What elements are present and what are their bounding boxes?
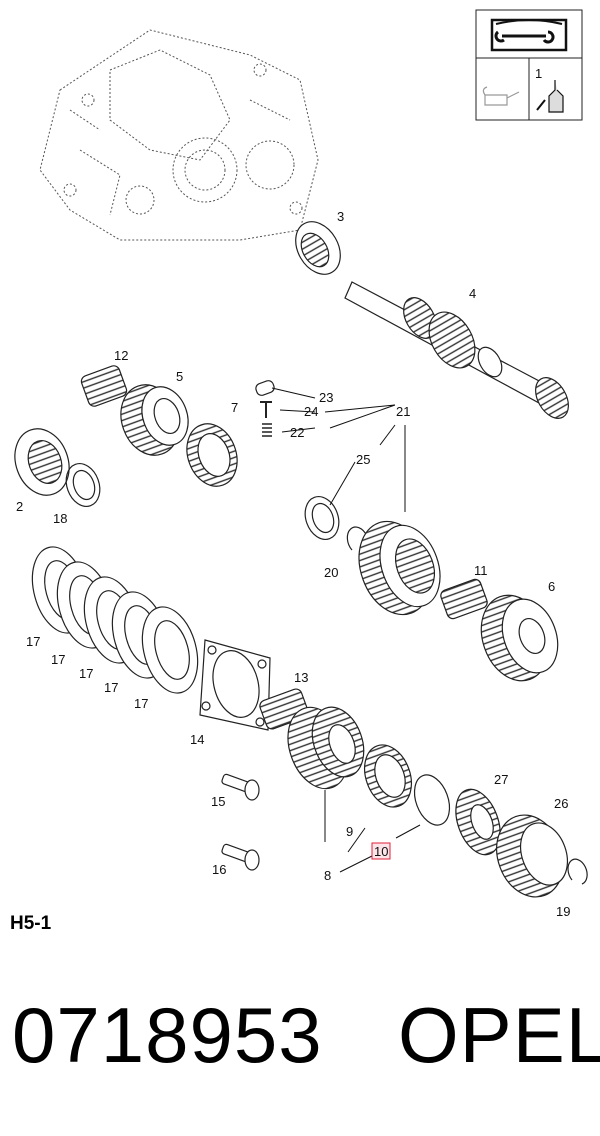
callout-2: 2 [16,499,23,514]
callout-18: 18 [53,511,67,526]
sealant-label: 1 [535,66,542,81]
oil-can-icon [482,86,520,106]
callout-4: 4 [469,286,476,301]
callout-labels: 3 4 12 5 7 23 24 22 21 25 2 18 20 11 6 1… [16,209,570,919]
hub-27 [455,788,501,856]
callout-3: 3 [337,209,344,224]
gear-5 [120,384,189,456]
gear-8 [287,706,365,790]
callout-23: 23 [319,390,333,405]
callout-17-b: 17 [51,652,65,667]
small-parts-21 [255,380,275,437]
synchro-hub-21 [358,520,441,616]
callout-8: 8 [324,868,331,883]
callout-17-a: 17 [26,634,40,649]
sealant-bottle-icon: 1 [535,66,564,113]
sleeve-26 [496,814,568,898]
brand-name: OPEL [398,991,600,1079]
callout-10: 10 [374,844,388,859]
needle-bearing-11 [440,578,488,620]
callout-21: 21 [396,404,410,419]
callout-20: 20 [324,565,338,580]
retainer-plate-14 [199,639,271,731]
bolt-16 [221,843,260,871]
needle-bearing-12 [80,365,128,407]
callout-22: 22 [290,425,304,440]
callout-16: 16 [212,862,226,877]
gear-6 [480,594,559,682]
callout-7: 7 [231,400,238,415]
part-number: 0718953 [12,991,323,1079]
gearbox-housing [39,29,319,241]
callout-17-c: 17 [79,666,93,681]
manual-wrench-icon [490,18,568,52]
diagram-code: H5-1 [10,913,52,934]
callout-17-e: 17 [134,696,148,711]
circlip-18 [65,463,101,507]
callout-19: 19 [556,904,570,919]
gaskets-17 [31,546,199,694]
callout-12: 12 [114,348,128,363]
ring-25 [304,496,340,540]
callout-11: 11 [474,563,488,578]
callout-27: 27 [494,772,508,787]
highlighted-callout-box [371,842,391,860]
circlip-19 [567,858,588,885]
spring-ring-10 [413,774,451,826]
callout-25: 25 [356,452,370,467]
synchro-ring-7 [186,423,238,487]
input-shaft-4 [344,281,569,419]
callout-6: 6 [548,579,555,594]
callout-15: 15 [211,794,225,809]
callout-14: 14 [190,732,204,747]
bearing-3 [295,221,341,275]
callout-9: 9 [346,824,353,839]
callout-13: 13 [294,670,308,685]
leader-lines [271,387,421,873]
callout-17-d: 17 [104,680,118,695]
callout-5: 5 [176,369,183,384]
callout-26: 26 [554,796,568,811]
bolt-15 [221,773,260,801]
callout-24: 24 [304,404,318,419]
synchro-ring-9 [364,744,412,808]
icon-box: 1 [475,9,583,121]
bearing-2 [14,428,70,496]
